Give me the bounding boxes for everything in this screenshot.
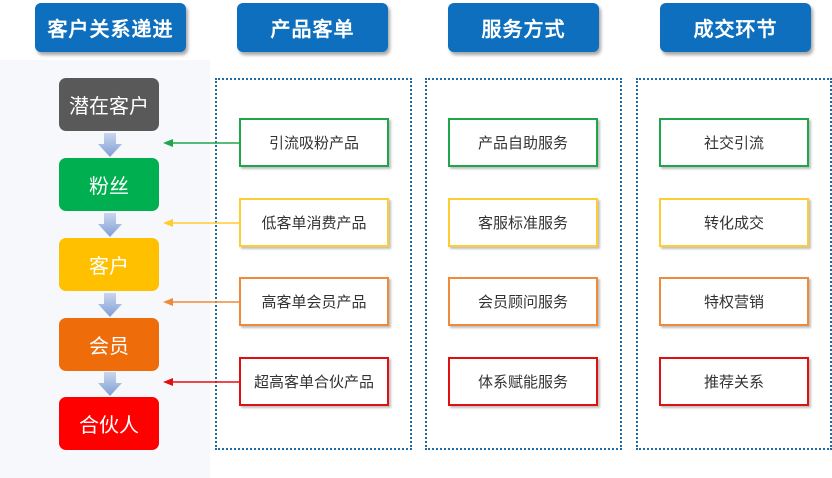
connector-arrow-yellow [163, 219, 239, 227]
deal-box-social-traffic: 社交引流 [659, 118, 809, 167]
deal-box-referral: 推荐关系 [659, 357, 809, 406]
service-box-advisor: 会员顾问服务 [448, 277, 598, 326]
connector-arrow-green [163, 139, 239, 147]
stage-potential-customer: 潜在客户 [59, 78, 159, 131]
stage-fans: 粉丝 [59, 158, 159, 211]
header-product-ticket: 产品客单 [237, 3, 388, 52]
stage-partner: 合伙人 [59, 397, 159, 450]
product-box-traffic: 引流吸粉产品 [239, 118, 389, 167]
header-customer-progression: 客户关系递进 [35, 3, 186, 52]
header-service-mode: 服务方式 [448, 3, 599, 52]
service-box-empowerment: 体系赋能服务 [448, 357, 598, 406]
down-arrow-icon [98, 293, 122, 317]
deal-column [636, 78, 832, 450]
product-box-low-ticket: 低客单消费产品 [239, 198, 389, 247]
down-arrow-icon [98, 133, 122, 157]
product-box-super-high-ticket: 超高客单合伙产品 [239, 357, 389, 406]
deal-box-privilege-marketing: 特权营销 [659, 277, 809, 326]
connector-arrow-red [163, 378, 239, 386]
stage-customer: 客户 [59, 238, 159, 291]
down-arrow-icon [98, 372, 122, 396]
down-arrow-icon [98, 213, 122, 237]
product-box-high-ticket: 高客单会员产品 [239, 277, 389, 326]
connector-arrow-orange [163, 298, 239, 306]
service-column [425, 78, 622, 450]
service-box-self-service: 产品自助服务 [448, 118, 598, 167]
deal-box-conversion: 转化成交 [659, 198, 809, 247]
header-deal-stage: 成交环节 [660, 3, 811, 52]
product-column [215, 78, 412, 450]
service-box-standard: 客服标准服务 [448, 198, 598, 247]
stage-member: 会员 [59, 318, 159, 371]
